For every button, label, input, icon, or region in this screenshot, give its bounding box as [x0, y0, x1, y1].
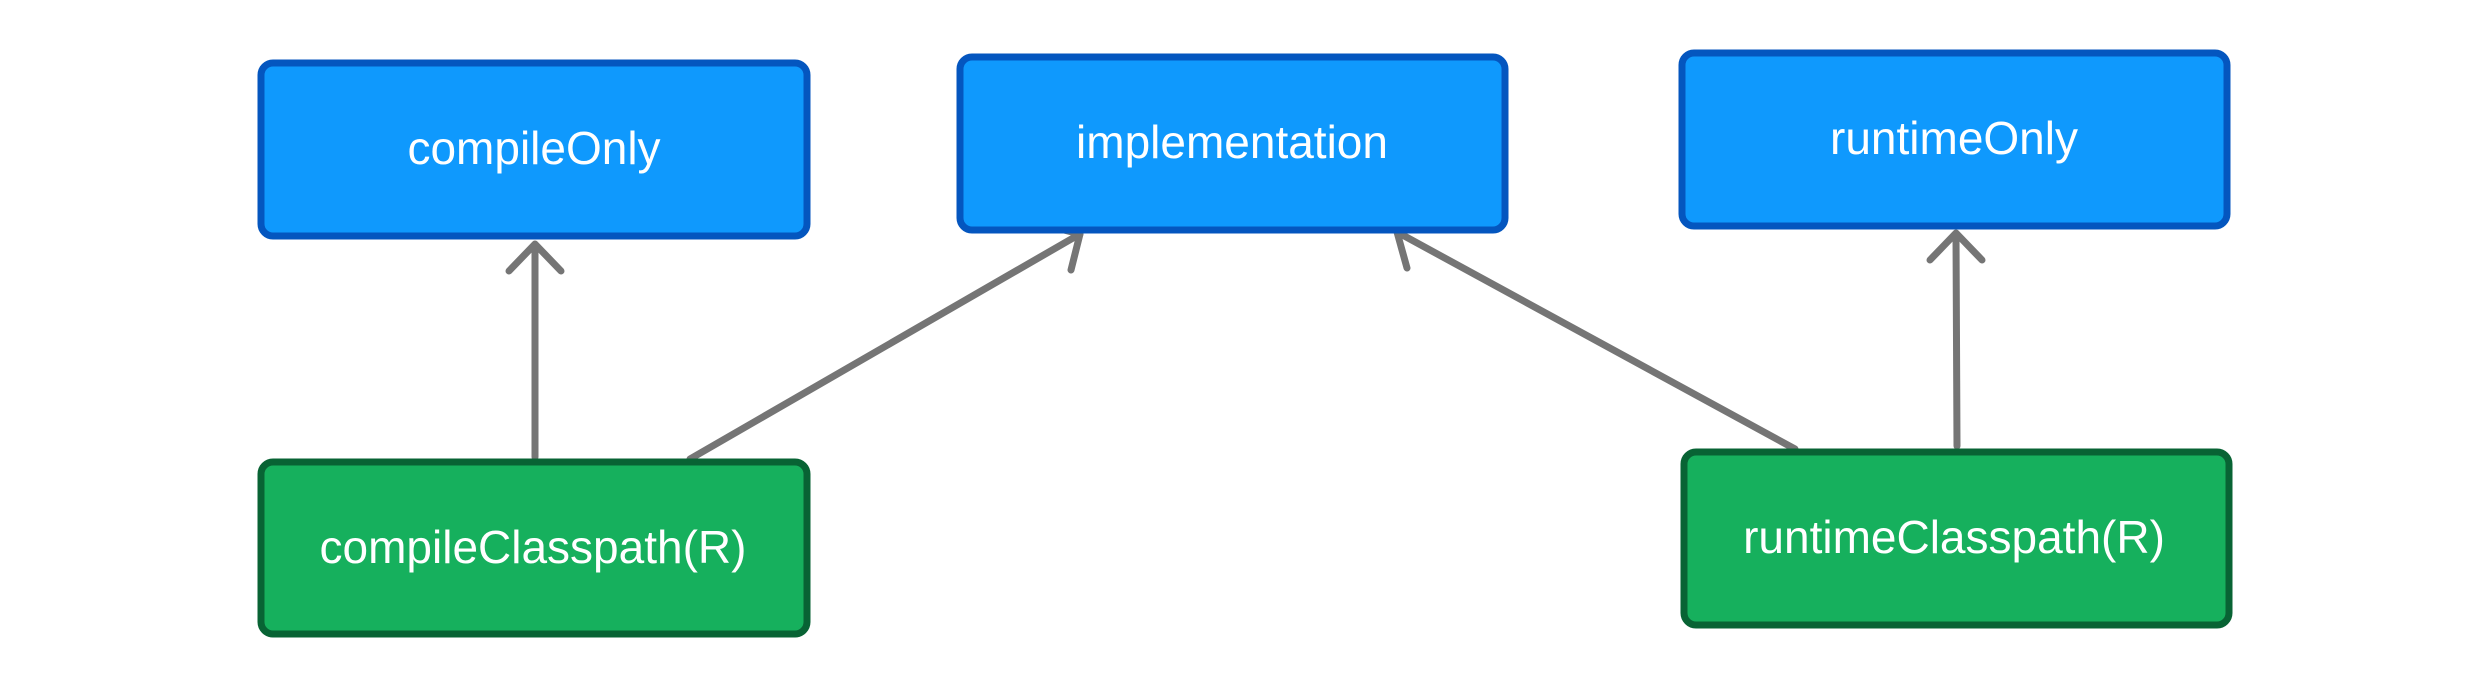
- node-compile-only: compileOnly: [257, 59, 811, 240]
- node-compile-classpath-label: compileClasspath(R): [320, 521, 747, 573]
- edge-runtimeclasspath-to-runtimeonly: [1926, 229, 1986, 450]
- node-compile-only-label: compileOnly: [407, 122, 660, 174]
- node-runtime-classpath: runtimeClasspath(R): [1680, 448, 2233, 629]
- edge-runtimeclasspath-to-implementation: [1393, 219, 1799, 453]
- node-runtime-only-label: runtimeOnly: [1830, 112, 2078, 164]
- node-compile-classpath: compileClasspath(R): [257, 458, 811, 638]
- node-runtime-classpath-label: runtimeClasspath(R): [1743, 511, 2165, 563]
- node-implementation: implementation: [956, 53, 1509, 234]
- node-runtime-only: runtimeOnly: [1678, 49, 2231, 230]
- edge-compileclasspath-to-compileonly: [505, 240, 565, 461]
- edge-compileclasspath-to-implementation: [686, 221, 1084, 463]
- node-implementation-label: implementation: [1076, 116, 1388, 168]
